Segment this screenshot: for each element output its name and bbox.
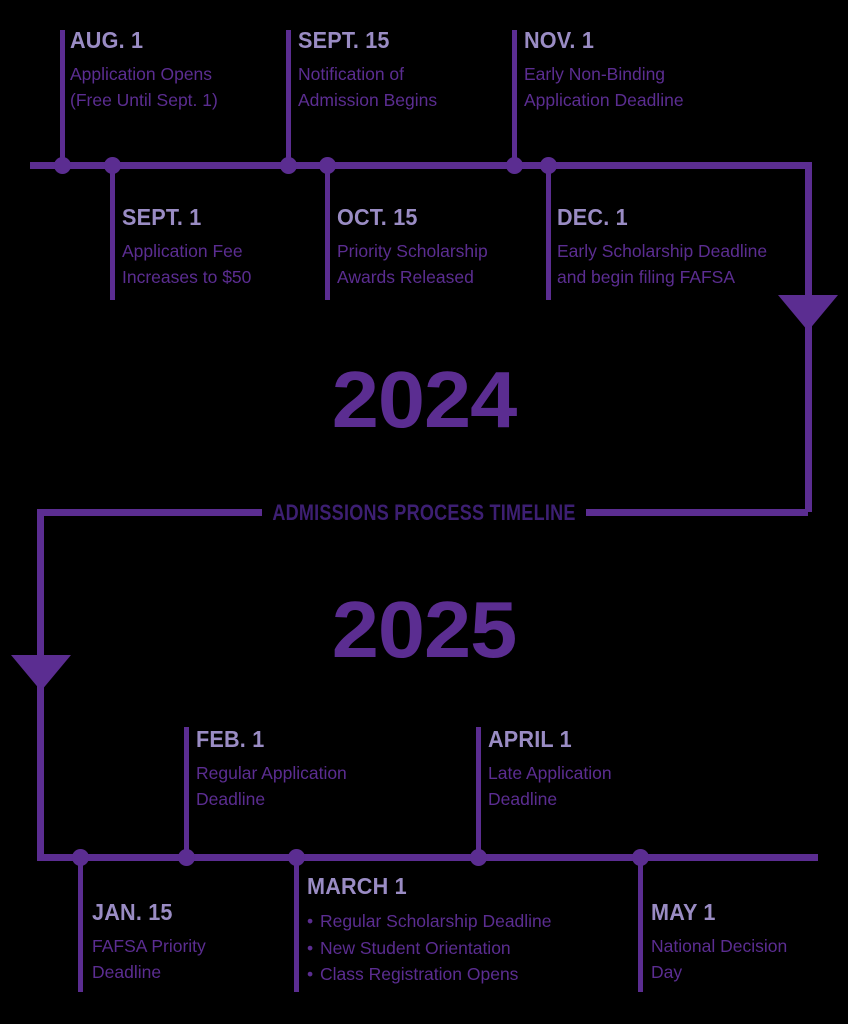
event-date: NOV. 1 (524, 27, 595, 53)
event-description: Notification of Admission Begins (298, 62, 513, 113)
event-card-april-1: APRIL 1 Late Application Deadline (488, 726, 708, 812)
event-date: SEPT. 1 (122, 204, 202, 230)
event-description: Priority Scholarship Awards Released (337, 239, 547, 290)
timeline-node-sept-1 (104, 157, 121, 174)
event-description-line: (Free Until Sept. 1) (70, 89, 218, 110)
event-date: AUG. 1 (70, 27, 144, 53)
event-description-line: FAFSA Priority (92, 936, 206, 957)
event-description-line: Early Scholarship Deadline (557, 241, 768, 262)
event-description: Early Non-Binding Application Deadline (524, 62, 754, 113)
year-heading-2025: 2025 (331, 585, 517, 674)
timeline-node-sept-15 (280, 157, 297, 174)
event-date: FEB. 1 (196, 726, 265, 752)
event-description-line: Day (651, 961, 683, 982)
banner-rule-right (586, 509, 808, 516)
event-description-line: Regular Application (196, 763, 347, 784)
event-card-aug-1: AUG. 1 Application Opens (Free Until Sep… (70, 27, 285, 113)
event-description: FAFSA Priority Deadline (92, 934, 292, 985)
event-description-line: Awards Released (337, 266, 474, 287)
event-card-may-1: MAY 1 National Decision Day (651, 899, 848, 985)
event-description-line: Deadline (488, 788, 558, 809)
timeline-node-oct-15 (319, 157, 336, 174)
connector-stem-sept-1 (110, 165, 115, 300)
event-date: APRIL 1 (488, 726, 572, 752)
event-description-line: Admission Begins (298, 89, 438, 110)
year-heading-2024: 2024 (331, 355, 517, 444)
connector-stem-april-1 (476, 727, 481, 857)
event-description-line: Deadline (196, 788, 266, 809)
event-description-line: Late Application (488, 763, 612, 784)
connector-stem-oct-15 (325, 165, 330, 300)
connector-stem-sept-15 (286, 30, 291, 165)
event-card-sept-1: SEPT. 1 Application Fee Increases to $50 (122, 204, 332, 290)
event-date: JAN. 15 (92, 899, 173, 925)
connector-stem-feb-1 (184, 727, 189, 857)
timeline-node-march-1 (288, 849, 305, 866)
connector-stem-nov-1 (512, 30, 517, 165)
flow-arrow-down-left (11, 655, 71, 691)
event-card-oct-15: OCT. 15 Priority Scholarship Awards Rele… (337, 204, 547, 290)
timeline-axis-2024 (30, 162, 812, 169)
event-bullet-item: Class Registration Opens (307, 961, 597, 987)
event-description-line: Application Fee (122, 241, 243, 262)
timeline-node-feb-1 (178, 849, 195, 866)
event-description-line: Notification of (298, 64, 405, 85)
event-description-line: Deadline (92, 961, 162, 982)
event-date: DEC. 1 (557, 204, 628, 230)
connector-stem-march-1 (294, 857, 299, 992)
event-card-nov-1: NOV. 1 Early Non-Binding Application Dea… (524, 27, 754, 113)
event-description-line: Increases to $50 (122, 266, 252, 287)
event-description: National Decision Day (651, 934, 848, 985)
event-description-line: Application Deadline (524, 89, 684, 110)
timeline-node-may-1 (632, 849, 649, 866)
event-card-march-1: MARCH 1 Regular Scholarship Deadline New… (307, 873, 597, 987)
connector-stem-jan-15 (78, 857, 83, 992)
event-description: Regular Application Deadline (196, 761, 416, 812)
event-description: Application Fee Increases to $50 (122, 239, 332, 290)
event-bullet-item: New Student Orientation (307, 935, 597, 961)
event-description-line: Priority Scholarship (337, 241, 488, 262)
timeline-node-dec-1 (540, 157, 557, 174)
banner-title: ADMISSIONS PROCESS TIMELINE (272, 500, 576, 525)
event-description: Application Opens (Free Until Sept. 1) (70, 62, 285, 113)
timeline-node-jan-15 (72, 849, 89, 866)
event-bullet-list: Regular Scholarship Deadline New Student… (307, 908, 597, 987)
event-card-jan-15: JAN. 15 FAFSA Priority Deadline (92, 899, 292, 985)
event-date: MARCH 1 (307, 873, 407, 899)
timeline-node-nov-1 (506, 157, 523, 174)
event-date: SEPT. 15 (298, 27, 390, 53)
event-description-line: National Decision (651, 936, 788, 957)
event-card-sept-15: SEPT. 15 Notification of Admission Begin… (298, 27, 513, 113)
connector-stem-dec-1 (546, 165, 551, 300)
timeline-node-april-1 (470, 849, 487, 866)
event-card-feb-1: FEB. 1 Regular Application Deadline (196, 726, 416, 812)
event-description-line: Early Non-Binding (524, 64, 666, 85)
flow-arrow-down-right (778, 295, 838, 331)
event-bullet-item: Regular Scholarship Deadline (307, 908, 597, 934)
event-description-line: Application Opens (70, 64, 213, 85)
event-date: MAY 1 (651, 899, 716, 925)
connector-right-vertical (805, 162, 812, 512)
timeline-node-aug-1 (54, 157, 71, 174)
event-date: OCT. 15 (337, 204, 418, 230)
banner-rule-left (40, 509, 262, 516)
connector-stem-aug-1 (60, 30, 65, 165)
connector-stem-may-1 (638, 857, 643, 992)
event-card-dec-1: DEC. 1 Early Scholarship Deadline and be… (557, 204, 807, 290)
event-description-line: and begin filing FAFSA (557, 266, 736, 287)
timeline-axis-2025 (37, 854, 818, 861)
event-description: Early Scholarship Deadline and begin fil… (557, 239, 807, 290)
event-description: Late Application Deadline (488, 761, 708, 812)
